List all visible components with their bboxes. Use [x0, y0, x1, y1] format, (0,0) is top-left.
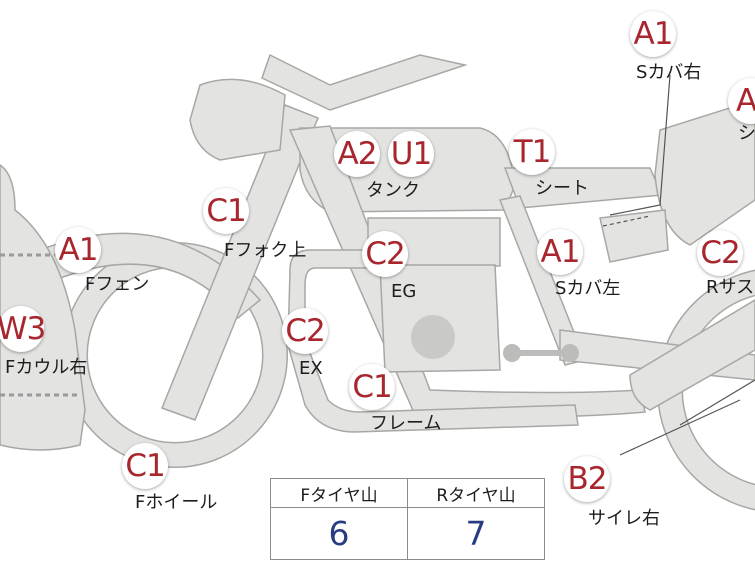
- part-label: Sカバ右: [636, 62, 702, 83]
- part-label: Fフォク上: [224, 240, 307, 261]
- side-cover-left-shape: [599, 209, 669, 263]
- part-code-badge: C2: [697, 230, 743, 276]
- tail-shape: [654, 99, 755, 246]
- part-code-badge: A1: [55, 227, 101, 273]
- part-code-badge: C1: [349, 364, 395, 410]
- part-label: シ: [738, 123, 755, 144]
- part-label: Fフェン: [85, 274, 150, 295]
- part-label: Rサス: [706, 277, 755, 298]
- part-code-badge: C2: [362, 231, 408, 277]
- rear-tyre-header: Rタイヤ山: [407, 478, 545, 508]
- rear-tyre-value: 7: [407, 507, 545, 560]
- part-code-badge: C2: [282, 308, 328, 354]
- part-code-badge: W3: [0, 306, 46, 352]
- part-code-badge: A2: [334, 131, 380, 177]
- front-fork-shape: [161, 104, 319, 421]
- part-code-badge: B2: [564, 456, 610, 502]
- exhaust-shape: [287, 249, 579, 433]
- part-code-badge: A1: [537, 229, 583, 275]
- muffler-shape: [629, 299, 755, 411]
- part-label: フレーム: [370, 413, 442, 434]
- part-code-badge: C1: [122, 443, 168, 489]
- headlight-shape: [189, 78, 286, 161]
- front-tyre-header: Fタイヤ山: [270, 478, 408, 508]
- front-tyre-value: 6: [270, 507, 408, 560]
- part-label: サイレ右: [588, 508, 660, 529]
- part-code-badge: U1: [388, 131, 434, 177]
- part-label: Fホイール: [135, 492, 218, 513]
- part-label: Fカウル右: [5, 357, 88, 378]
- handlebar-shape: [261, 53, 468, 111]
- part-code-badge: T1: [509, 129, 555, 175]
- part-label: EG: [391, 281, 417, 302]
- part-label: Sカバ左: [555, 278, 621, 299]
- part-label: タンク: [366, 180, 420, 201]
- part-code-badge: A: [728, 78, 755, 124]
- part-label: EX: [299, 358, 323, 379]
- part-label: シート: [535, 178, 589, 199]
- front-cowl-shape: [0, 164, 86, 451]
- part-code-badge: C1: [203, 188, 249, 234]
- tyre-tread-table: Fタイヤ山 Rタイヤ山 6 7: [270, 478, 545, 560]
- part-code-badge: A1: [630, 11, 676, 57]
